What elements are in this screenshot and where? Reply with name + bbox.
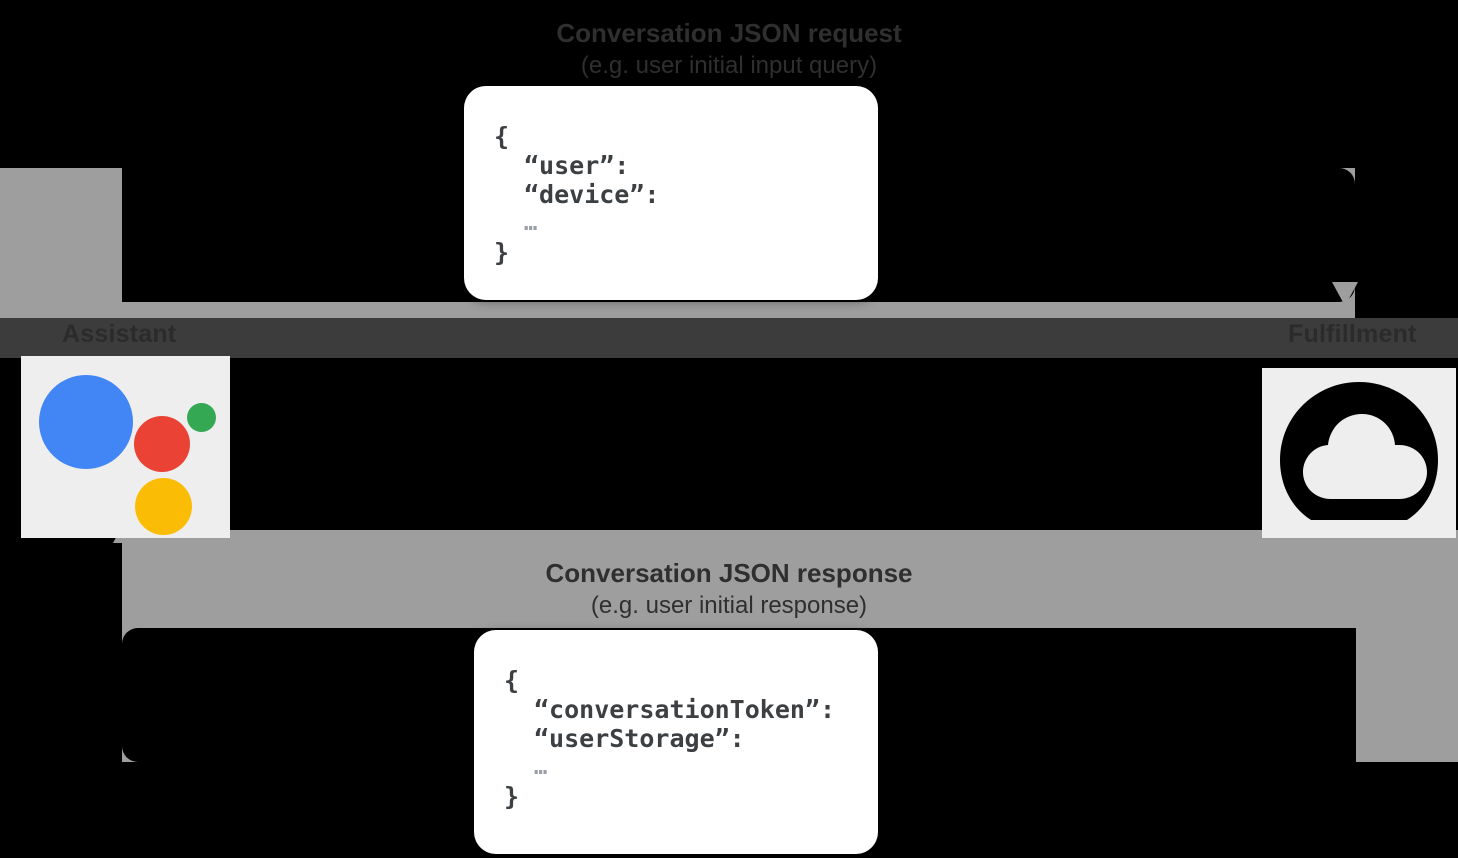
fulfillment-node-icon-tile[interactable]: [1262, 368, 1456, 538]
cloud-functions-icon: [1280, 382, 1438, 520]
assistant-node-label: Assistant: [62, 320, 177, 348]
google-assistant-green-dot-icon: [187, 403, 216, 432]
json-line: “conversationToken”:: [534, 695, 836, 724]
json-line: }: [504, 782, 520, 811]
assistant-node-icon-tile[interactable]: [21, 356, 230, 538]
json-line: {: [494, 122, 510, 151]
json-line: “userStorage”:: [534, 724, 745, 753]
fulfillment-node-label: Fulfillment: [1288, 320, 1417, 348]
json-line: }: [494, 238, 510, 267]
request-caption-subtitle: (e.g. user initial input query): [580, 52, 878, 79]
response-json-card: { “conversationToken”: “userStorage”: … …: [474, 630, 878, 854]
google-assistant-yellow-dot-icon: [135, 478, 192, 535]
response-caption-title: Conversation JSON response: [545, 558, 913, 588]
google-assistant-blue-dot-icon: [39, 375, 133, 469]
json-line: …: [534, 755, 548, 780]
json-line: “device”:: [524, 180, 660, 209]
json-line: {: [504, 666, 520, 695]
request-caption-title: Conversation JSON request: [556, 18, 902, 48]
request-json-card: { “user”: “device”: … }: [464, 86, 878, 300]
center-divider: [0, 318, 1458, 358]
google-assistant-red-dot-icon: [134, 416, 190, 472]
response-flow-caption: Conversation JSON response (e.g. user in…: [0, 556, 1458, 622]
request-arrow-head-icon: [1332, 282, 1358, 306]
response-caption-subtitle: (e.g. user initial response): [590, 592, 868, 619]
request-flow-caption: Conversation JSON request (e.g. user ini…: [0, 16, 1458, 82]
json-line: “user”:: [524, 151, 630, 180]
json-line: …: [524, 211, 538, 236]
